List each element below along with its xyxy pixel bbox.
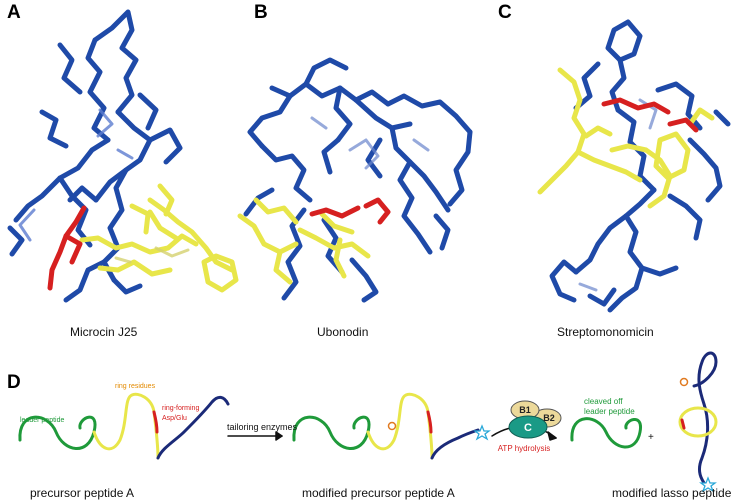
panel-letter-d: D — [7, 372, 21, 393]
lasso-star-marker — [699, 476, 717, 493]
modified-lasso-caption: modified lasso peptide — [612, 486, 732, 500]
caption-ubonodin: Ubonodin — [317, 325, 369, 339]
lasso-ring-forming — [680, 418, 686, 430]
precursor-leader-strand — [18, 415, 97, 450]
ring-forming-label: ring-forming — [162, 405, 199, 412]
ring-residues-label: ring residues — [115, 383, 156, 390]
lasso-modification-marker — [679, 377, 689, 387]
cleaved-label-line1: cleaved off — [584, 397, 623, 406]
precursor-core-strand — [156, 395, 230, 460]
enzyme-b1-label: B1 — [519, 405, 531, 415]
panel-letter-b: B — [254, 2, 268, 23]
precursor-caption: precursor peptide A — [30, 486, 135, 500]
modified-leader-strand — [292, 415, 371, 450]
modified-ring-strand — [366, 392, 434, 460]
atp-hydrolysis-label: ATP hydrolysis — [498, 444, 551, 453]
precursor-ring-forming-strand — [152, 410, 159, 434]
precursor-star-marker — [473, 424, 491, 441]
modified-core-strand — [430, 428, 480, 460]
panel-letter-a: A — [7, 2, 21, 23]
lasso-tail-strand — [692, 351, 718, 488]
modified-precursor-caption: modified precursor peptide A — [302, 486, 455, 500]
ring-forming-residue-label: Asp/Glu — [162, 415, 187, 422]
caption-microcin: Microcin J25 — [70, 325, 138, 339]
cleaved-leader-strand — [570, 417, 642, 449]
enzyme-c-label: C — [524, 422, 532, 434]
cleaved-label-line2: leader peptide — [584, 407, 635, 416]
caption-streptomonomicin: Streptomonomicin — [557, 325, 654, 339]
modified-ring-forming-strand — [426, 410, 433, 434]
precursor-ring-strand — [92, 392, 160, 460]
enzyme-c — [508, 415, 548, 439]
enzyme-b2-label: B2 — [543, 413, 555, 423]
precursor-modification-marker — [387, 421, 397, 431]
tailoring-enzymes-label: tailoring enzymes — [227, 422, 298, 432]
leader-peptide-label: leader peptide — [20, 417, 64, 424]
panel-letter-c: C — [498, 2, 512, 23]
lasso-ring — [678, 406, 718, 438]
plus-sign: + — [648, 432, 654, 443]
